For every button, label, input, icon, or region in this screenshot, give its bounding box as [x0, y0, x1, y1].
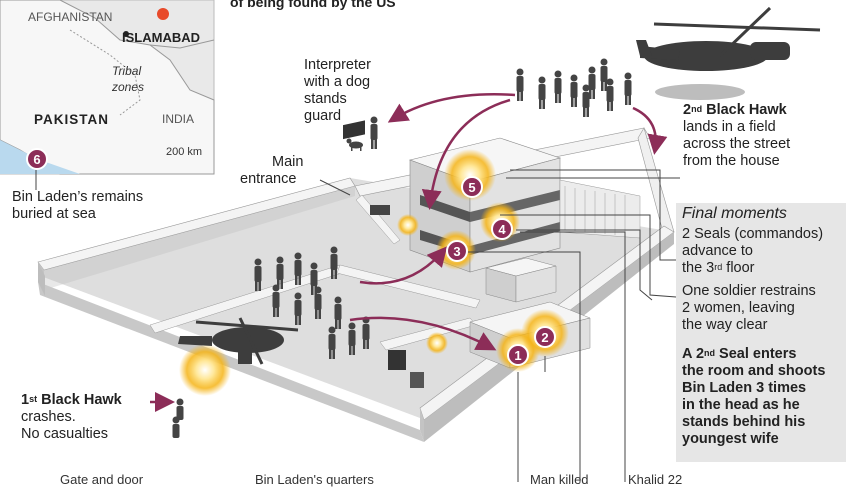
black-hawk-1-line2: crashes. [21, 409, 76, 425]
movement-arrows [150, 93, 668, 412]
final-moments-title: Final moments [682, 205, 787, 222]
interpreter-line4: guard [304, 108, 342, 124]
final-p1-l1: 2 Seals (commandos) [682, 226, 824, 242]
black-hawk-1-title: 1st Black Hawk [21, 392, 122, 408]
compound [37, 120, 675, 442]
location-map [0, 0, 215, 175]
map-label-zones: zones [112, 80, 145, 94]
soldier-figures [172, 58, 632, 438]
explosion-marker-icon [157, 8, 169, 20]
black-hawk-2-line2: lands in a field [683, 119, 776, 135]
final-p2-l2: 2 women, leaving [682, 300, 795, 316]
callout-6-line1: Bin Laden’s remains [12, 189, 144, 205]
step-badge-2: 2 [534, 326, 556, 348]
final-p3-l1: A 2nd Seal enters [682, 346, 797, 362]
callout-6-line2: buried at sea [12, 206, 96, 222]
final-p1-l2: advance to [682, 243, 753, 259]
leader-lines [35, 169, 680, 482]
map-scale: 200 km [166, 146, 203, 158]
bottom-label-quarters: Bin Laden's quarters [255, 472, 374, 487]
final-p3-l3: Bin Laden 3 times [682, 380, 807, 396]
step-badge-5: 5 [461, 176, 483, 198]
main-entrance-line2: entrance [240, 171, 297, 187]
final-p2-l3: the way clear [682, 317, 768, 333]
final-p1-l3: the 3rd floor [682, 260, 755, 276]
main-entrance-line1: Main [272, 154, 304, 170]
black-hawk-2-title: 2nd Black Hawk [683, 102, 787, 118]
bottom-label-man-killed: Man killed [530, 472, 589, 487]
map-label-india: INDIA [162, 112, 195, 126]
final-p3-l2: the room and shoots [682, 363, 826, 379]
bottom-label-khalid: Khalid 22 [628, 472, 683, 487]
step-badge-1: 1 [507, 344, 529, 366]
map-label-pakistan: PAKISTAN [34, 112, 109, 127]
final-moments-panel [676, 203, 846, 462]
final-p3-l5: stands behind his [682, 414, 806, 430]
interpreter-line2: with a dog [304, 74, 371, 90]
interpreter-line1: Interpreter [304, 57, 371, 73]
black-hawk-2-line4: from the house [683, 153, 780, 169]
bottom-label-gate: Gate and door [60, 472, 144, 487]
final-p3-l6: youngest wife [682, 431, 779, 447]
step-badge-4: 4 [491, 218, 513, 240]
step-badge-6: 6 [26, 148, 48, 170]
black-hawk-2-line3: across the street [683, 136, 791, 152]
final-p3-l4: in the head as he [682, 397, 800, 413]
map-label-afghanistan: AFGHANISTAN [28, 10, 113, 24]
step-badge-3: 3 [446, 240, 468, 262]
interpreter-line3: stands [304, 91, 347, 107]
headline-fragment: of being found by the US [230, 0, 396, 10]
map-label-tribal: Tribal [112, 64, 142, 78]
black-hawk-1-line3: No casualties [21, 426, 109, 442]
final-p2-l1: One soldier restrains [682, 283, 816, 299]
helicopter-icon [178, 6, 821, 365]
map-label-islamabad: ISLAMABAD [122, 30, 200, 45]
dog-icon [346, 138, 363, 151]
